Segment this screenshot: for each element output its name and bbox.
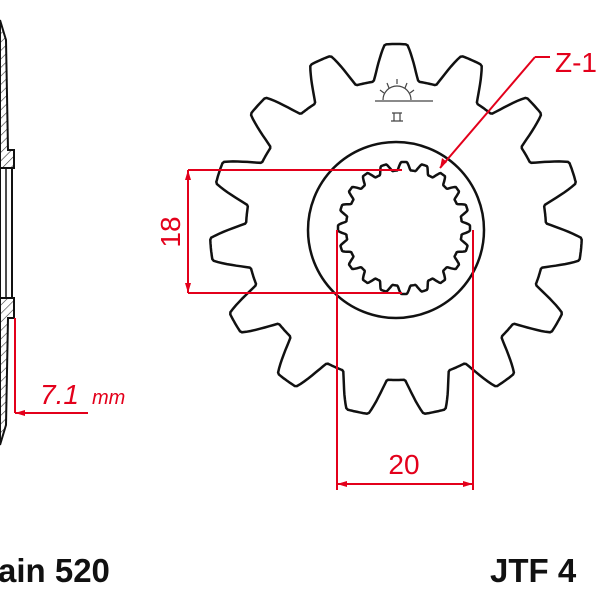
hub-circle xyxy=(306,140,486,320)
pitch-dimension-label: 18 xyxy=(155,216,186,247)
thickness-unit: mm xyxy=(92,387,125,409)
side-view xyxy=(0,19,15,446)
sun-logo xyxy=(375,79,433,122)
sprocket-outline xyxy=(209,42,583,415)
teeth-count-label: Z-1 xyxy=(555,47,597,78)
part-number-label: JTF 4 xyxy=(490,552,577,589)
spline-dimension-label: 20 xyxy=(388,449,419,480)
spline-outline xyxy=(336,160,472,296)
dimension-lines xyxy=(14,56,550,490)
thickness-value: 7.1 xyxy=(40,379,79,410)
chain-size-label: ain 520 xyxy=(0,552,110,589)
